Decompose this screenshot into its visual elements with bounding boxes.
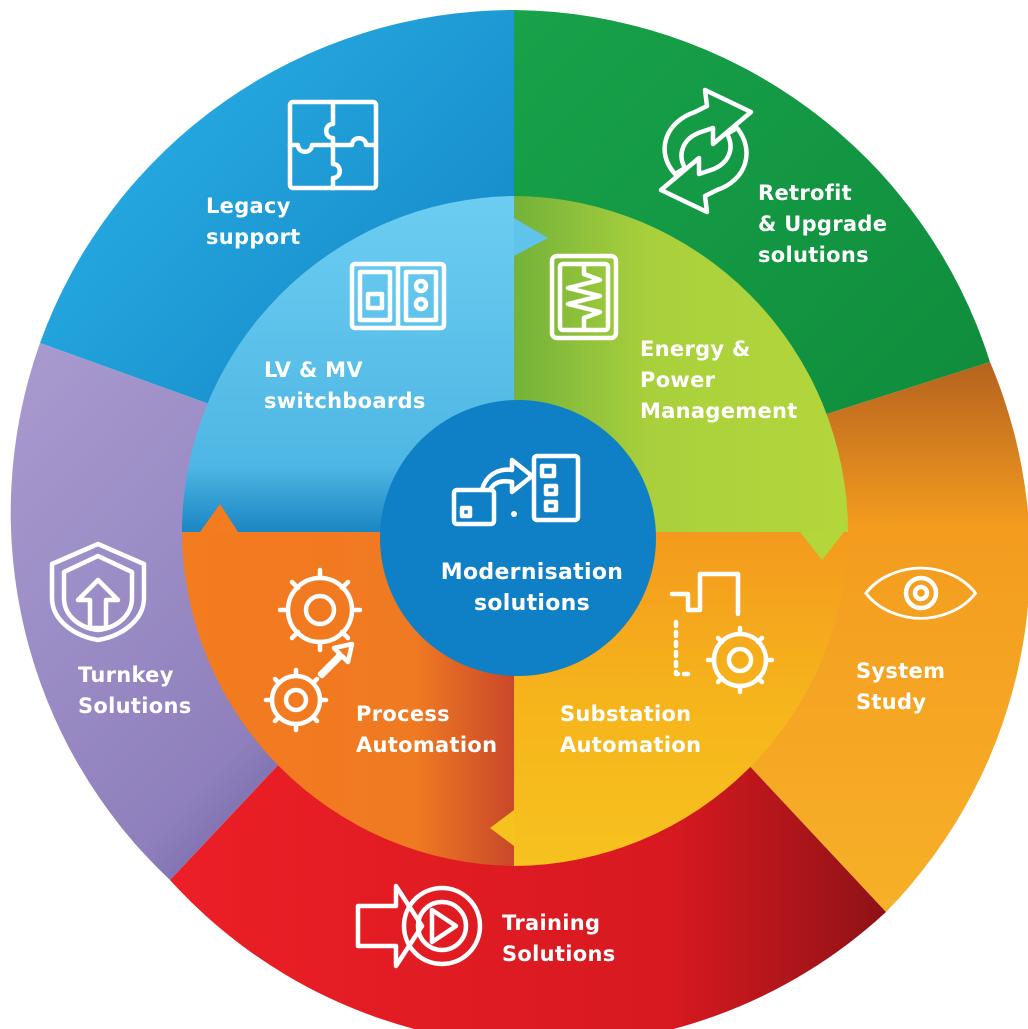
label-lv-mv-line-0: LV & MV [264,358,363,382]
puzzle-icon [287,99,379,191]
label-legacy: Legacy support [206,194,300,249]
label-lv-mv: LV & MV switchboards [264,358,426,413]
label-process-line-0: Process [356,702,450,726]
label-turnkey-line-0: Turnkey [78,663,174,687]
label-retrofit-line-0: Retrofit [758,181,852,205]
label-legacy-line-1: support [206,225,300,249]
gears-icon [263,567,363,733]
shield-arrow-icon [49,541,147,643]
label-lv-mv-line-1: switchboards [264,389,426,413]
label-substation-line-1: Automation [560,733,701,757]
arrow-tip-substation [490,810,514,846]
modernisation-arrow-icon [451,453,581,527]
label-legacy-line-0: Legacy [206,194,291,218]
label-training-line-0: Training [502,911,600,935]
eye-icon [864,566,978,620]
label-retrofit-line-2: solutions [758,243,869,267]
target-arrow-icon [355,883,483,969]
label-training-line-1: Solutions [502,942,616,966]
substation-gear-icon [669,571,775,695]
label-energy-line-1: Power [640,368,716,392]
label-turnkey-line-1: Solutions [78,694,192,718]
label-system-study-line-0: System [856,659,945,683]
refresh-arrows-icon [658,87,754,215]
label-retrofit: Retrofit & Upgrade solutions [758,181,887,267]
label-retrofit-line-1: & Upgrade [758,212,887,236]
arrow-tip-lv [514,218,548,256]
arrow-tip-process [200,504,238,532]
label-system-study-line-1: Study [856,690,926,714]
coil-panel-icon [549,253,619,341]
center-circle [380,400,656,676]
label-center-line-1: solutions [474,591,590,616]
label-center: Modernisation solutions [441,560,623,616]
switchboard-icon [349,261,447,331]
labels: Legacy support Retrofit & Upgrade solutions… [78,181,945,966]
arrow-tip-energy [800,532,844,560]
label-substation-line-0: Substation [560,702,691,726]
label-energy-line-0: Energy & [640,337,751,361]
label-process-line-1: Automation [356,733,497,757]
label-energy-line-2: Management [640,399,798,423]
label-center-line-0: Modernisation [441,560,623,585]
